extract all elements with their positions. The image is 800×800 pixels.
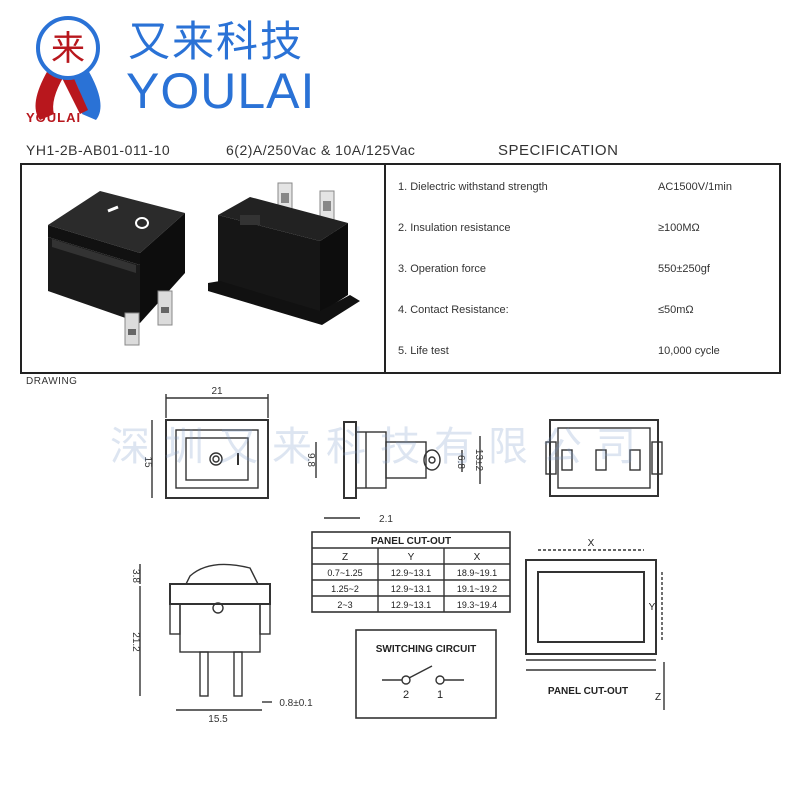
table-header: X	[474, 552, 481, 563]
spec-row: 5. Life test 10,000 cycle	[392, 339, 777, 380]
product-photos	[48, 182, 360, 346]
cutout-label: PANEL CUT-OUT	[548, 686, 628, 697]
switching-circuit: SWITCHING CIRCUIT 2 1	[355, 629, 497, 719]
table-cell: 12.9~13.1	[391, 600, 431, 610]
pin-label: 1	[437, 689, 443, 701]
switch-front-photo	[48, 191, 185, 346]
brand-name-en: YOULAI	[126, 63, 316, 119]
logo-text: YOULAI	[26, 110, 82, 125]
spec-row: 2. Insulation resistance ≥100MΩ	[392, 216, 777, 257]
spec-list: 1. Dielectric withstand strength AC1500V…	[392, 175, 777, 380]
pin-label: 2	[403, 689, 409, 701]
panel-cutout-table: PANEL CUT-OUT Z Y X 0.7~1.25 12.9~13.1 1…	[311, 531, 511, 613]
spec-row: 3. Operation force 550±250gf	[392, 257, 777, 298]
panel-table-title: PANEL CUT-OUT	[371, 536, 451, 547]
panel-cutout-drawing: X Y Z PANEL CUT-OUT	[525, 538, 665, 710]
switching-title: SWITCHING CIRCUIT	[376, 644, 477, 655]
dim-9-8: 9.8	[305, 453, 316, 467]
side-view: 9.8 6.8 13±2 2.1	[305, 421, 484, 525]
dim-13: 13±2	[473, 449, 484, 472]
spec-label: 5. Life test	[398, 345, 449, 357]
spec-value: ≤50mΩ	[658, 304, 694, 316]
switch-back-photo	[208, 182, 360, 325]
rating-text: 6(2)A/250Vac & 10A/125Vac	[226, 142, 416, 158]
watermark-text: 深圳又来科技有限公司	[110, 424, 650, 470]
dim-21: 21	[211, 386, 223, 397]
dim-15-5: 15.5	[208, 714, 228, 725]
spec-row: 4. Contact Resistance: ≤50mΩ	[392, 298, 777, 339]
spec-title: SPECIFICATION	[498, 142, 619, 159]
spec-value: 550±250gf	[658, 263, 710, 275]
table-cell: 12.9~13.1	[391, 568, 431, 578]
spec-label: 2. Insulation resistance	[398, 222, 511, 234]
spec-value: ≥100MΩ	[658, 222, 700, 234]
spec-divider	[384, 165, 386, 372]
model-number: YH1-2B-AB01-011-10	[26, 142, 171, 158]
spec-value: 10,000 cycle	[658, 345, 720, 357]
spec-row: 1. Dielectric withstand strength AC1500V…	[392, 175, 777, 216]
table-cell: 12.9~13.1	[391, 584, 431, 594]
profile-view: 3.8 21.2 15.5 0.8±0.1	[130, 563, 313, 725]
drawing-label: DRAWING	[26, 376, 78, 387]
dim-2-1: 2.1	[379, 514, 393, 525]
youlai-logo-icon: 来	[35, 16, 101, 120]
dim-3-8: 3.8	[130, 569, 141, 583]
brand-name-cn: 又来科技	[128, 17, 305, 66]
cutout-x: X	[588, 538, 595, 549]
dim-21-2: 21.2	[130, 632, 141, 652]
spec-label: 4. Contact Resistance:	[398, 304, 509, 316]
table-header: Y	[408, 552, 415, 563]
table-cell: 1.25~2	[331, 584, 359, 594]
cutout-z: Z	[655, 692, 661, 703]
table-cell: 19.3~19.4	[457, 600, 497, 610]
logo-char: 来	[51, 30, 85, 68]
spec-value: AC1500V/1min	[658, 181, 732, 193]
table-cell: 18.9~19.1	[457, 568, 497, 578]
end-view	[545, 419, 663, 497]
spec-label: 1. Dielectric withstand strength	[398, 181, 548, 193]
table-cell: 19.1~19.2	[457, 584, 497, 594]
dim-15: 15	[142, 456, 153, 468]
table-cell: 2~3	[337, 600, 352, 610]
table-cell: 0.7~1.25	[327, 568, 362, 578]
spec-panel: 1. Dielectric withstand strength AC1500V…	[20, 163, 781, 374]
spec-label: 3. Operation force	[398, 263, 487, 275]
technical-drawing: 21 15 9.8 6.8 13±2 2.1	[130, 386, 665, 725]
cutout-y: Y	[649, 602, 656, 613]
front-view: 21 15	[142, 386, 269, 499]
dim-6-8: 6.8	[455, 455, 466, 469]
table-header: Z	[342, 552, 348, 563]
dim-0-8: 0.8±0.1	[279, 698, 313, 709]
